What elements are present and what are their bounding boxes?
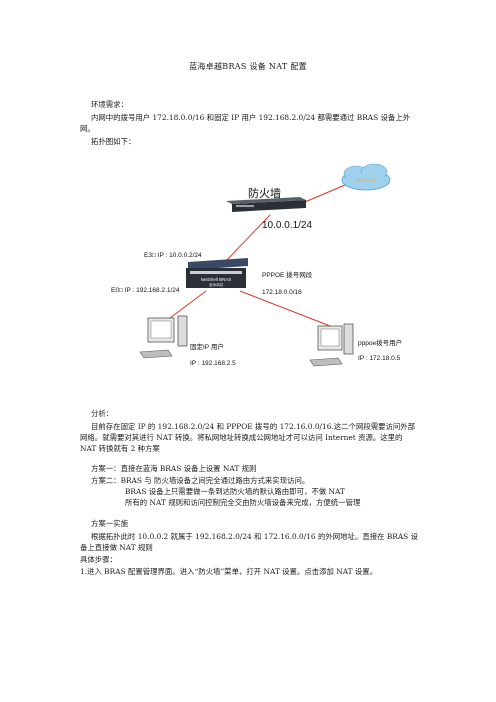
impl-heading: 方案一实施 [91,519,128,528]
e0-ip-label: E0□ IP : 192.168.2.1/24 [111,287,180,294]
plan1-text: 方案一：直接在蓝海 BRAS 设备上设置 NAT 规则 [91,464,257,473]
pppoe-segment-ip: 172.18.0.0/16 [262,289,302,296]
link-bras-fixed-user [169,290,207,319]
env-text: 内网中的拨号用户 172.18.0.0/16 和固定 IP 用户 192.168… [80,113,411,133]
bras-device-icon [186,258,248,288]
cloud-label: Internet [357,178,376,184]
firewall-label: 防火墙 [248,186,281,200]
link-bras-pppoe-user [239,290,331,327]
impl-text: 根据拓扑此时 10.0.0.2 就属于 192.168.2.0/24 和 172… [80,532,418,552]
analysis-text: 目前存在固定 IP 的 192.168.2.0/24 和 PPPOE 拨号的 1… [80,422,416,453]
topo-heading: 拓扑图如下： [91,137,136,146]
fixed-user-ip: IP : 192.168.2.5 [190,360,236,367]
bras-sub: 蓝海卓越 [209,282,223,287]
internet-cloud-icon [341,163,391,191]
steps-heading: 具体步骤： [80,555,117,564]
analysis-heading: 分析： [91,409,114,418]
link-firewall-internet [304,181,353,203]
pppoe-segment-label: PPPOE 拨号网段 [262,270,313,279]
pppoe-user-label: pppoe拨号用户 [358,338,402,347]
fixed-user-computer-icon [139,315,188,359]
plan2-note2: 所有的 NAT 规则和访问控制完全交由防火墙设备来完成，方便统一管理 [125,498,361,507]
step-1: 1.进入 BRAS 配置管理界面。进入“防火墙”菜单，打开 NAT 设置。点击添… [80,567,378,576]
fixed-user-label: 固定IP 用户 [190,342,224,351]
plan2-text: 方案二：BRAS 与 防火墙设备之间完全通过路由方式来实现访问。 [91,476,310,485]
pppoe-user-ip: IP : 172.18.0.5 [358,355,401,362]
plan2-note1: BRAS 设备上只需要做一条到达防火墙的默认路由即可，不做 NAT [125,487,345,496]
doc-title: 蓝海卓越BRAS 设备 NAT 配置 [189,62,307,71]
firewall-ip: 10.0.0.1/24 [262,220,312,231]
env-heading: 环境需求： [91,100,128,109]
bras-brand: NetShell BRAS [201,277,232,282]
pppoe-user-computer-icon [309,323,354,367]
firewall-device-icon [226,197,306,212]
link-bras-firewall [224,214,271,263]
e3-ip-label: E3□ IP : 10.0.0.2/24 [144,252,202,259]
